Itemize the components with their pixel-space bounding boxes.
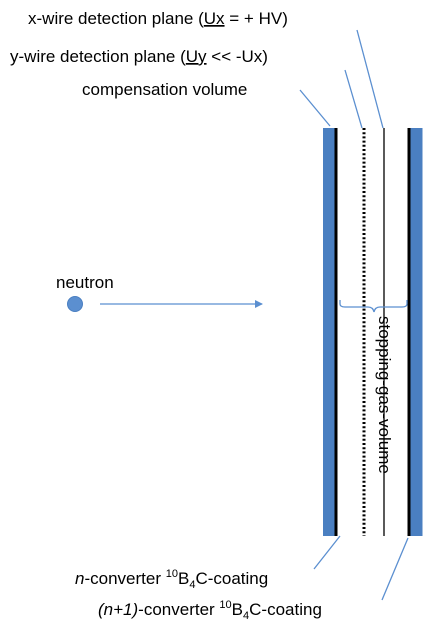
n-converter-plate [323,128,335,536]
n1-converter-pointer [381,537,409,601]
neutron-dot [67,296,83,312]
n1-converter-plate [410,128,423,536]
n-converter-label: n-converter 10B4C-coating [75,568,268,591]
y-wire-pointer [344,69,363,129]
compensation-volume-label: compensation volume [82,80,247,99]
n-converter-pointer [313,535,341,570]
neutron-label: neutron [56,273,114,292]
stopping-gas-volume-label: stopping-gas-volume [375,316,394,474]
y-wire-plane-label: y-wire detection plane (Uy << -Ux) [10,47,268,66]
stopping-gas-brace [339,300,408,313]
x-wire-plane-label: x-wire detection plane (Ux = + HV) [28,9,288,28]
x-wire-pointer [356,29,384,129]
compensation-pointer [299,89,331,127]
n1-converter-label: (n+1)-converter 10B4C-coating [98,599,322,622]
